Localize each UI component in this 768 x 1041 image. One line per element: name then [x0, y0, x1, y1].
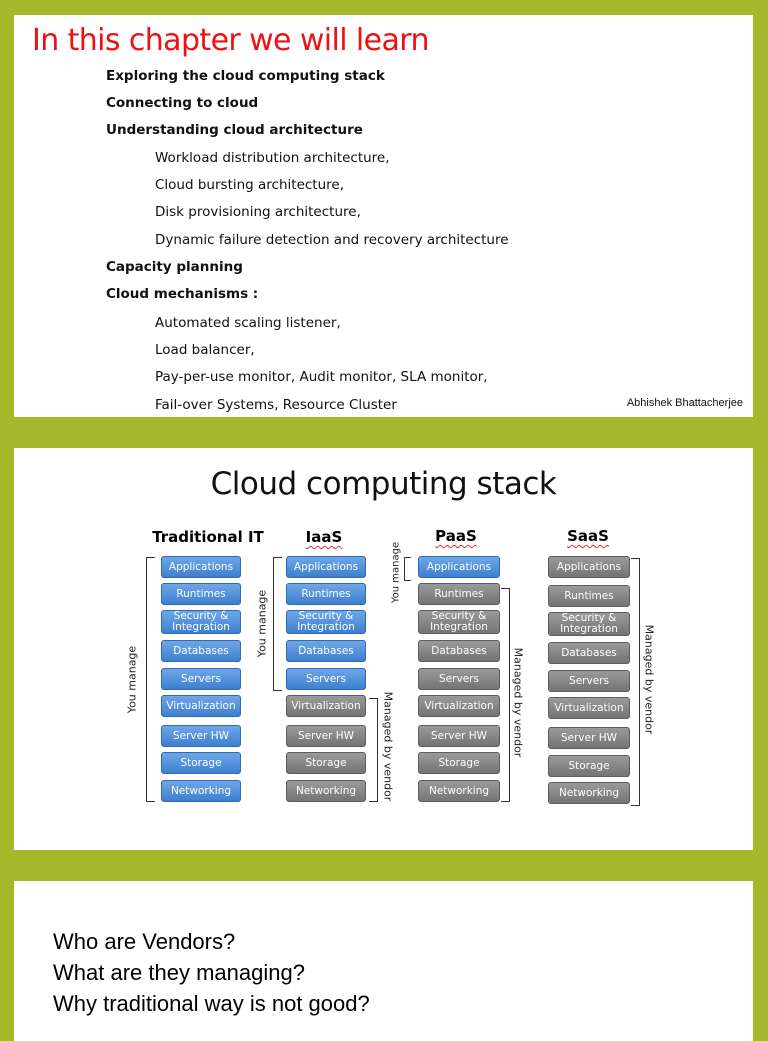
bracket-you-manage-iaas	[273, 557, 282, 691]
stack-layer-iaas: Runtimes	[286, 583, 366, 605]
column-heading-saas: SaaS	[567, 527, 609, 545]
outline-item: Exploring the cloud computing stack	[106, 68, 385, 84]
column-heading-iaas: IaaS	[305, 528, 343, 546]
outline-subitem: Fail-over Systems, Resource Cluster	[155, 397, 397, 413]
stack-layer-paas: Databases	[418, 640, 500, 662]
stack-layer-saas: Virtualization	[548, 697, 630, 719]
slide-cloud-stack: Cloud computing stack Traditional IT Iaa…	[14, 448, 753, 850]
author-credit: Abhishek Bhattacherjee	[626, 397, 743, 409]
stack-layer-saas: Networking	[548, 782, 630, 804]
label-managed-iaas: Managed by vendor	[381, 691, 395, 802]
stack-layer-traditional-it: Storage	[161, 752, 241, 774]
slide-title: Cloud computing stack	[210, 466, 557, 502]
outline-item: Cloud mechanisms :	[106, 286, 259, 302]
stack-layer-paas: Networking	[418, 780, 500, 802]
stack-layer-saas: Databases	[548, 642, 630, 664]
label-you-manage-traditional: You manage	[125, 645, 139, 714]
bracket-managed-paas	[501, 588, 510, 802]
stack-layer-paas: Security & Integration	[418, 610, 500, 634]
stack-layer-iaas: Security & Integration	[286, 610, 366, 634]
stack-layer-paas: Servers	[418, 668, 500, 690]
stack-layer-paas: Applications	[416, 554, 502, 580]
bracket-you-manage-traditional	[146, 557, 155, 802]
stack-layer-saas: Server HW	[548, 727, 630, 749]
stack-layer-iaas: Server HW	[286, 725, 366, 747]
slide-questions: Who are Vendors? What are they managing?…	[14, 881, 753, 1041]
stack-layer-paas: Virtualization	[418, 695, 500, 717]
stack-layer-traditional-it: Databases	[161, 640, 241, 662]
stack-layer-iaas: Virtualization	[286, 695, 366, 717]
stack-layer-traditional-it: Servers	[161, 668, 241, 690]
label-you-manage-iaas: You manage	[255, 589, 269, 658]
slide-chapter-outline: In this chapter we will learn Exploring …	[14, 15, 753, 417]
stack-layer-iaas: Storage	[286, 752, 366, 774]
outline-subitem: Workload distribution architecture,	[155, 150, 390, 166]
stack-layer-paas: Runtimes	[418, 583, 500, 605]
stack-layer-traditional-it: Virtualization	[161, 695, 241, 717]
stack-layer-paas: Server HW	[418, 725, 500, 747]
outline-subitem: Cloud bursting architecture,	[155, 177, 344, 193]
stack-layer-traditional-it: Security & Integration	[161, 610, 241, 634]
stack-layer-traditional-it: Applications	[161, 556, 241, 578]
question-text: Who are Vendors?	[53, 929, 236, 954]
stack-layer-iaas: Databases	[286, 640, 366, 662]
stack-layer-saas: Storage	[548, 755, 630, 777]
stack-layer-traditional-it: Runtimes	[161, 583, 241, 605]
outline-item: Understanding cloud architecture	[106, 122, 363, 138]
stack-layer-saas: Applications	[548, 556, 630, 578]
stack-layer-iaas: Servers	[286, 668, 366, 690]
stack-layer-traditional-it: Server HW	[161, 725, 241, 747]
label-you-manage-paas: You manage	[390, 541, 402, 604]
question-text: What are they managing?	[53, 960, 305, 985]
stack-layer-paas: Storage	[418, 752, 500, 774]
bracket-managed-saas	[631, 558, 640, 806]
outline-subitem: Load balancer,	[155, 342, 255, 358]
stack-layer-iaas: Networking	[286, 780, 366, 802]
label-managed-saas: Managed by vendor	[642, 624, 656, 735]
stack-layer-saas: Runtimes	[548, 585, 630, 607]
slide-title: In this chapter we will learn	[32, 23, 430, 58]
bracket-you-manage-paas	[404, 557, 411, 581]
label-managed-paas: Managed by vendor	[511, 647, 525, 758]
outline-subitem: Pay-per-use monitor, Audit monitor, SLA …	[155, 369, 488, 385]
outline-subitem: Disk provisioning architecture,	[155, 204, 361, 220]
stack-layer-traditional-it: Networking	[161, 780, 241, 802]
outline-subitem: Automated scaling listener,	[155, 315, 341, 331]
stack-layer-saas: Security & Integration	[548, 612, 630, 636]
column-heading-paas: PaaS	[435, 527, 477, 545]
stack-layer-saas: Servers	[548, 670, 630, 692]
outline-item: Connecting to cloud	[106, 95, 259, 111]
outline-subitem: Dynamic failure detection and recovery a…	[155, 232, 509, 248]
question-text: Why traditional way is not good?	[53, 991, 370, 1016]
column-heading-traditional-it: Traditional IT	[152, 528, 264, 546]
bracket-managed-iaas	[369, 698, 378, 802]
stack-layer-iaas: Applications	[286, 556, 366, 578]
outline-item: Capacity planning	[106, 259, 243, 275]
